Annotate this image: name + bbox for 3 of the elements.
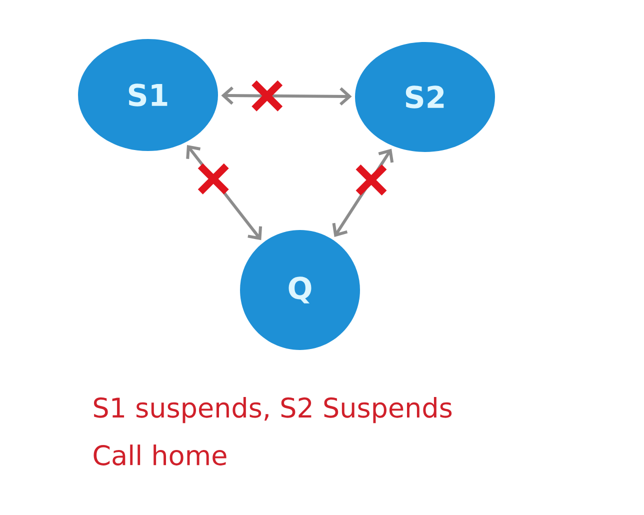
- caption-text: Call home: [94, 444, 226, 466]
- arrow: [221, 86, 352, 106]
- caption-text: S1 suspends, S2 Suspends: [94, 396, 452, 424]
